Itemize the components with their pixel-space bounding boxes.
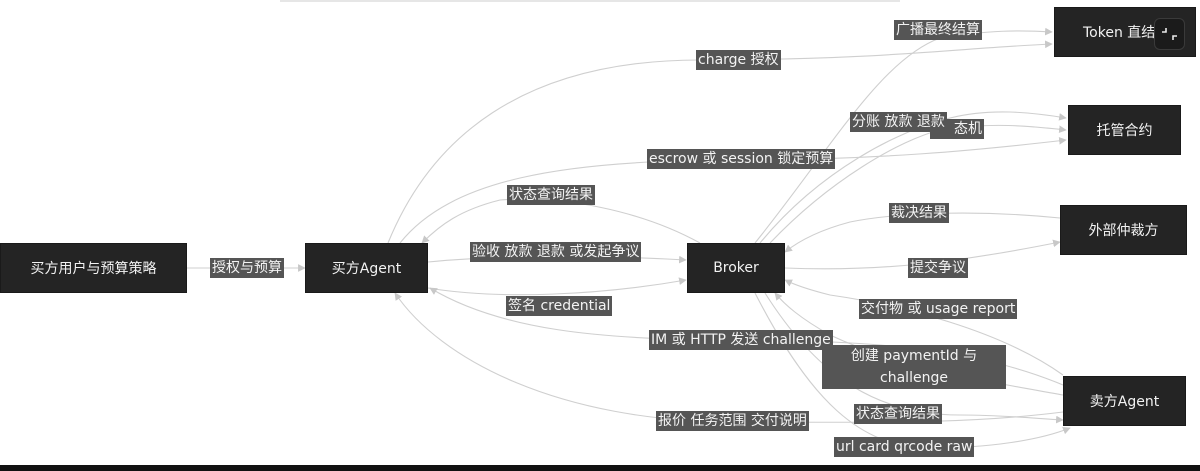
label-submit-dispute: 提交争议: [908, 258, 968, 278]
label-deliverable-usage: 交付物 或 usage report: [859, 299, 1018, 319]
top-divider: [280, 0, 900, 2]
label-url-card: url card qrcode raw: [834, 437, 975, 457]
node-escrow-contract: 托管合约: [1068, 105, 1181, 155]
label-split-release-refund: 分账 放款 退款: [850, 112, 947, 132]
label-status-result-top: 状态查询结果: [507, 185, 595, 205]
edge-arbiter-broker-ruling: [784, 212, 1061, 253]
exit-fullscreen-button[interactable]: [1154, 18, 1185, 50]
exit-fullscreen-icon: [1162, 28, 1177, 40]
edge-broker-escrow-state: [769, 124, 1067, 244]
node-buyer-agent: 买方Agent: [305, 243, 428, 293]
label-quote-scope: 报价 任务范围 交付说明: [656, 411, 809, 431]
label-im-http-challenge: IM 或 HTTP 发送 challenge: [649, 330, 833, 350]
node-broker: Broker: [687, 243, 785, 293]
label-accept-release-dispute: 验收 放款 退款 或发起争议: [470, 242, 642, 262]
label-authorize-budget: 授权与预算: [210, 258, 284, 278]
label-create-payment: 创建 paymentId 与 challenge: [822, 345, 1006, 389]
node-buyer-user: 买方用户与预算策略: [0, 243, 187, 293]
node-external-arbiter: 外部仲裁方: [1060, 205, 1187, 255]
edge-broker-buyer-status: [421, 198, 701, 244]
bottom-bar: [0, 465, 1200, 471]
label-sign-credential: 签名 credential: [506, 296, 613, 316]
label-charge-auth: charge 授权: [696, 50, 781, 70]
node-seller-agent: 卖方Agent: [1063, 376, 1186, 426]
label-ruling-result: 裁决结果: [889, 203, 949, 223]
label-escrow-lock: escrow 或 session 锁定预算: [647, 149, 836, 169]
edge-broker-token-broadcast: [754, 27, 1053, 244]
edge-buyer-broker-sign: [427, 277, 687, 296]
label-broadcast-settle: 广播最终结算: [894, 20, 982, 40]
label-status-result-bottom: 状态查询结果: [854, 404, 942, 424]
